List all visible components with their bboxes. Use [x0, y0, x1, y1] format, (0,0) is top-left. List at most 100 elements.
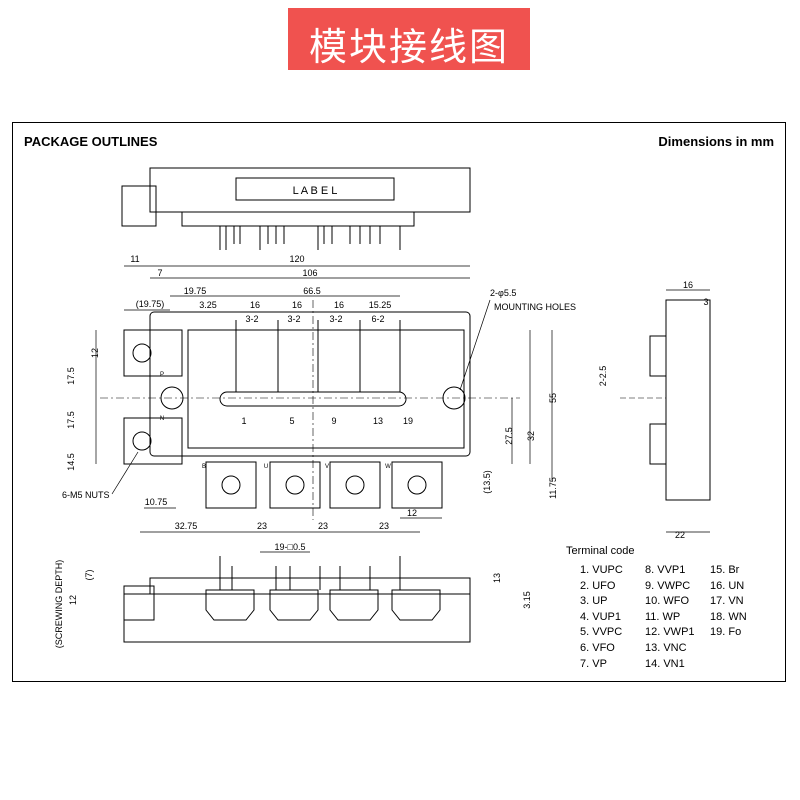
dim-16-c: 16	[334, 300, 344, 310]
bottom-view-top-plate	[149, 577, 471, 595]
terminal-code-item: 15. Br	[710, 564, 740, 576]
top-view-left-tab	[121, 185, 157, 227]
terminal-u-block	[269, 461, 321, 509]
banner-title: 模块接线图	[308, 25, 509, 69]
dim-17-5-a: 17.5	[66, 367, 76, 385]
terminal-w-foot	[391, 589, 441, 621]
terminal-code-item: 7. VP	[580, 657, 607, 670]
mounting-holes-label: MOUNTING HOLES	[494, 302, 576, 312]
mounting-holes-count: 2-φ5.5	[490, 288, 516, 298]
dim-3-15: 3.15	[522, 591, 532, 609]
terminal-n-nut	[132, 431, 152, 451]
dim-19-square: 19-□0.5	[275, 542, 306, 552]
top-view-pin-base	[181, 211, 415, 227]
side-view-upper-boss	[649, 335, 667, 377]
terminal-code-item: 5. VVPC	[580, 626, 623, 639]
dim-13-bottom: 13	[492, 573, 502, 583]
title-banner: 模块接线图	[288, 8, 530, 70]
terminal-letter-u: U	[264, 464, 268, 470]
dim-3-2-a: 3-2	[245, 314, 258, 324]
terminal-code-item: 8. VVP1	[645, 564, 686, 576]
terminal-code-list: 1. VUPC 8. VVP1 15. Br 2. UFO 9. VWPC 16…	[580, 564, 770, 673]
side-view	[620, 289, 711, 533]
bottom-view	[123, 551, 471, 643]
dim-7-paren: (7)	[84, 569, 94, 580]
terminal-code-item: 13. VNC	[645, 641, 687, 654]
terminal-code-item: 3. UP	[580, 595, 608, 608]
front-view	[100, 300, 520, 520]
pin-callout-5: 5	[289, 416, 294, 426]
terminal-code-item: 14. VN1	[645, 657, 685, 670]
terminal-letter-w: W	[385, 464, 391, 470]
dim-23-a: 23	[257, 521, 267, 531]
nuts-label: 6-M5 NUTS	[62, 490, 110, 500]
dim-15-25: 15.25	[369, 300, 392, 310]
terminal-w-block	[391, 461, 443, 509]
terminal-letter-v: V	[325, 464, 329, 470]
terminal-code-item: 11. WP	[645, 610, 681, 623]
dim-55: 55	[548, 393, 558, 403]
dim-side-2-2-5: 2-2.5	[598, 366, 608, 387]
side-letter-p: P	[160, 372, 164, 378]
pin-callout-13: 13	[373, 416, 383, 426]
dim-3-25: 3.25	[199, 300, 217, 310]
pin-callout-9: 9	[331, 416, 336, 426]
dim-11: 11	[130, 254, 139, 264]
terminal-n-block	[123, 417, 183, 465]
dim-7: 7	[157, 268, 162, 278]
dim-6-2: 6-2	[371, 314, 384, 324]
dim-side-22: 22	[675, 530, 685, 540]
terminal-p-block	[123, 329, 183, 377]
dim-12-h: 12	[407, 508, 417, 518]
terminal-letter-b: B	[202, 464, 206, 470]
side-view-lower-boss	[649, 423, 667, 465]
package-outlines-heading: PACKAGE OUTLINES	[24, 134, 158, 149]
dim-32: 32	[526, 431, 536, 441]
terminal-code-title: Terminal code	[566, 545, 635, 557]
side-view-body	[665, 299, 711, 501]
dim-106: 106	[302, 268, 317, 278]
module-body	[149, 311, 471, 457]
drawing-frame	[12, 122, 786, 682]
screwing-depth-label: (SCREWING DEPTH)	[54, 560, 64, 649]
dimensions-unit-note: Dimensions in mm	[658, 134, 774, 149]
terminal-code-item: 6. VFO	[580, 641, 615, 654]
module-inner-outline	[187, 329, 465, 449]
dim-3-2-c: 3-2	[329, 314, 342, 324]
dim-16-a: 16	[250, 300, 260, 310]
dim-66-5: 66.5	[303, 286, 321, 296]
terminal-b-foot	[205, 589, 255, 621]
dim-side-3: 3	[703, 297, 708, 307]
terminal-code-item	[710, 658, 770, 674]
dim-3-2-b: 3-2	[287, 314, 300, 324]
dim-13-5: (13.5)	[482, 470, 492, 494]
bottom-view-body	[123, 593, 471, 643]
label-box	[235, 177, 395, 201]
terminal-p-nut	[132, 343, 152, 363]
dim-12-v: 12	[90, 348, 100, 358]
terminal-code-item: 12. VWP1	[645, 626, 695, 639]
dim-17-5-b: 17.5	[66, 411, 76, 429]
terminal-code-item: 9. VWPC	[645, 579, 691, 592]
terminal-v-foot	[329, 589, 379, 621]
dim-11-75: 11.75	[548, 477, 558, 499]
dim-side-16: 16	[683, 280, 693, 290]
terminal-u-foot	[269, 589, 319, 621]
dim-14-5: 14.5	[66, 453, 76, 471]
side-letter-n: N	[160, 416, 164, 422]
pin-callout-1: 1	[241, 416, 246, 426]
dim-19-75: 19.75	[184, 286, 207, 296]
terminal-code-item: 2. UFO	[580, 579, 616, 592]
terminal-b-block	[205, 461, 257, 509]
terminal-v-block	[329, 461, 381, 509]
terminal-code-item: 10. WFO	[645, 595, 690, 608]
pin-callout-19: 19	[403, 416, 413, 426]
dim-120: 120	[289, 254, 304, 264]
dim-19-75-paren: (19.75)	[136, 299, 165, 309]
terminal-code-item: 4. VUP1	[580, 610, 621, 623]
terminal-code-item	[710, 642, 770, 658]
bottom-view-left-nut	[123, 585, 155, 621]
dim-12-bottom: 12	[68, 595, 78, 605]
dim-16-b: 16	[292, 300, 302, 310]
